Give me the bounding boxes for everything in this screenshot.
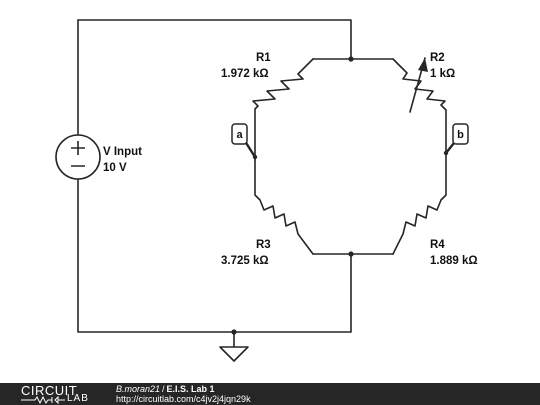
junction-ground: [231, 329, 237, 335]
r2-arrow-head: [418, 58, 428, 72]
logo-lab-text: LAB: [67, 393, 89, 404]
resistor-r1: [252, 58, 314, 161]
probe-a: a: [231, 123, 257, 159]
circuit-title[interactable]: E.I.S. Lab 1: [166, 384, 215, 394]
schematic-canvas: a b V Input 10 V R1 1.972 kΩ R2 1 kΩ R3 …: [55, 19, 478, 362]
r4-value-label: 1.889 kΩ: [430, 255, 478, 267]
probe-a-label: a: [236, 129, 243, 141]
wire-left-lower: [77, 179, 352, 333]
footer-bar: CIRCUIT LAB B.moran21/E.I.S. Lab 1 http:…: [0, 383, 540, 405]
r1-value-label: 1.972 kΩ: [221, 68, 269, 80]
footer-separator: /: [162, 384, 165, 394]
circuitlab-logo: CIRCUIT LAB: [21, 383, 95, 404]
resistor-r2: [392, 58, 447, 153]
wire-top: [77, 19, 352, 60]
ground-icon: [219, 346, 249, 362]
source-value-label: 10 V: [103, 162, 127, 174]
junction-top: [348, 56, 354, 62]
probe-b: b: [444, 123, 469, 155]
voltage-source: [55, 134, 101, 180]
probe-b-label: b: [457, 129, 464, 141]
r3-value-label: 3.725 kΩ: [221, 255, 269, 267]
resistor-r4: [392, 151, 447, 255]
r2-name-label: R2: [430, 52, 445, 64]
footer-info: B.moran21/E.I.S. Lab 1 http://circuitlab…: [116, 384, 251, 404]
r2-value-label: 1 kΩ: [430, 68, 455, 80]
author-link[interactable]: B.moran21: [116, 384, 161, 394]
r3-name-label: R3: [256, 239, 271, 251]
junction-bottom: [348, 251, 354, 257]
resistor-r3: [254, 159, 314, 255]
circuit-url[interactable]: http://circuitlab.com/c4jv2j4jqn29k: [116, 394, 251, 404]
logo-circuit-text: CIRCUIT: [21, 383, 78, 398]
source-name-label: V Input: [103, 146, 142, 158]
logo-waveform-icon: [21, 396, 65, 404]
r4-name-label: R4: [430, 239, 445, 251]
r1-name-label: R1: [256, 52, 271, 64]
